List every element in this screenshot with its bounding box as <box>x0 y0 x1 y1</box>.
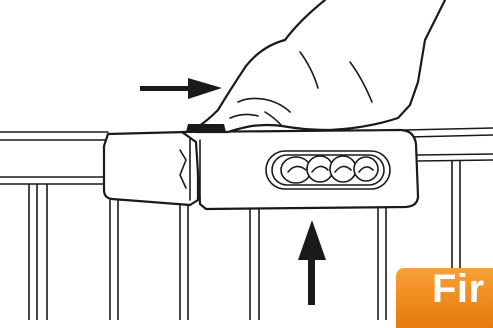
latch-left-block <box>104 132 198 205</box>
finger-grip <box>266 151 390 189</box>
hand-pressing <box>186 0 445 132</box>
push-arrow-icon <box>140 78 222 99</box>
step-banner: Fir <box>396 268 493 328</box>
latch-handle <box>182 130 418 209</box>
step-banner-text: Fir <box>432 269 485 309</box>
lift-arrow-icon <box>298 220 326 305</box>
